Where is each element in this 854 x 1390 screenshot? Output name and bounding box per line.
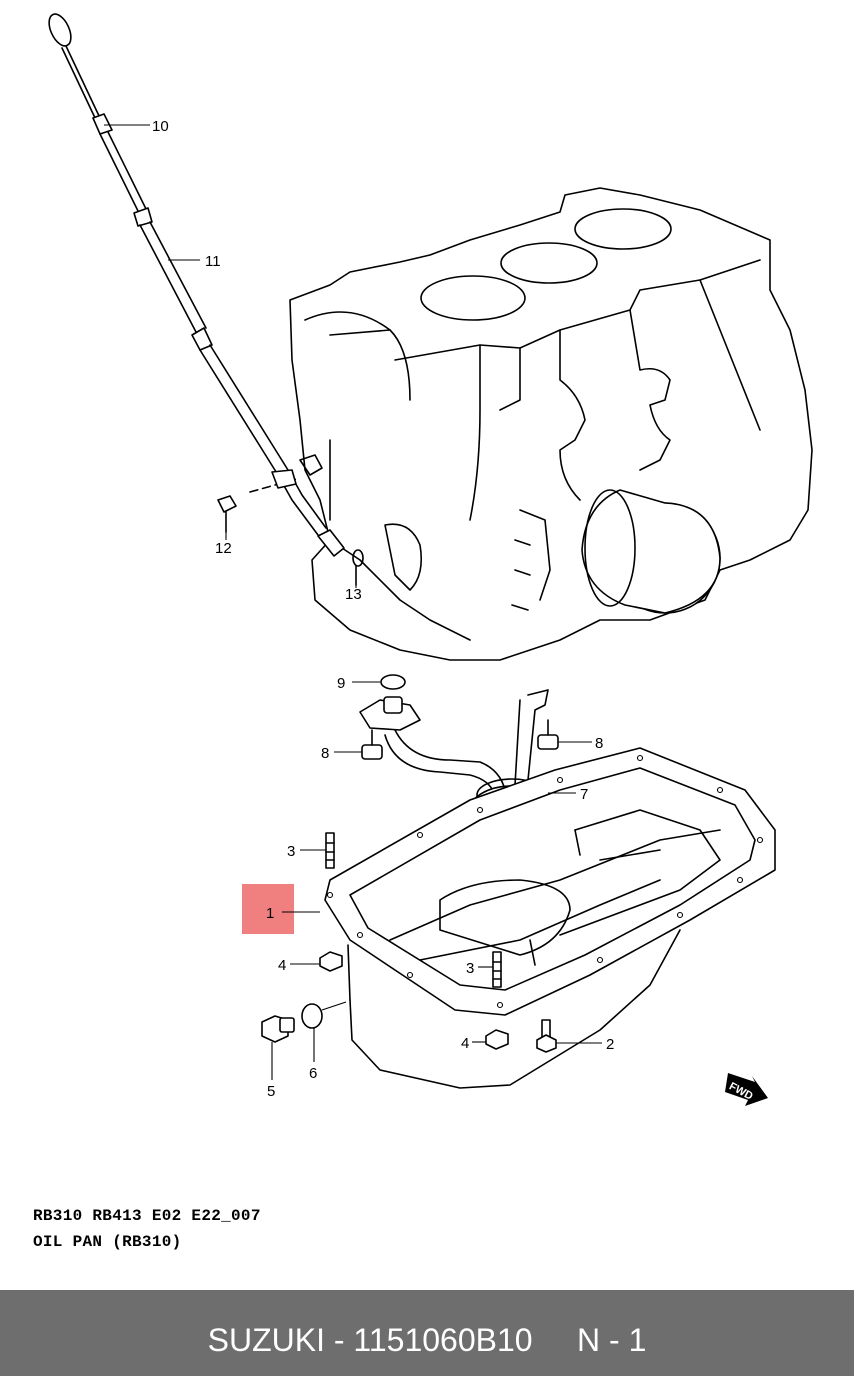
forward-arrow-icon: FWD (725, 1073, 768, 1106)
oil-level-gauge (48, 13, 345, 557)
highlighted-part-marker (242, 884, 294, 934)
callout-12: 12 (215, 540, 232, 557)
callout-4-left: 4 (278, 957, 286, 974)
callout-5: 5 (267, 1083, 275, 1100)
part-number-label: SUZUKI - 1151060B10 N - 1 (207, 1322, 647, 1358)
callout-10: 10 (152, 118, 169, 135)
engine-block (249, 187, 813, 661)
callout-labels: 10 11 12 13 9 8 8 7 3 1 4 3 5 6 4 2 (152, 118, 614, 1100)
nut-4-icon (319, 951, 509, 1050)
bolt-8-icon (361, 719, 559, 760)
callout-6: 6 (309, 1065, 317, 1082)
leader-lines (104, 124, 602, 1080)
callout-13: 13 (345, 586, 362, 603)
drain-plug-5-icon (261, 1015, 295, 1043)
oil-pan (324, 747, 776, 1089)
callout-11: 11 (205, 253, 221, 270)
gasket-13-icon (352, 549, 364, 586)
bolt-12-icon (217, 495, 237, 533)
callout-3-lower: 3 (466, 960, 474, 977)
bolt-2-icon (536, 1019, 557, 1053)
diagram-code: RB310 RB413 E02 E22_007 (33, 1207, 261, 1225)
callout-9: 9 (337, 675, 345, 692)
callout-3-upper: 3 (287, 843, 295, 860)
callout-8-right: 8 (595, 735, 603, 752)
diagram-title: OIL PAN (RB310) (33, 1233, 182, 1251)
parts-diagram: FWD 10 11 12 13 9 8 8 7 3 1 4 3 5 (48, 13, 813, 1106)
footer-bar: SUZUKI - 1151060B10 N - 1 (0, 1290, 854, 1376)
drain-gasket-6-icon (301, 1003, 323, 1029)
callout-8-left: 8 (321, 745, 329, 762)
callout-7: 7 (580, 786, 588, 803)
callout-4-lower: 4 (461, 1035, 469, 1052)
gasket-9-icon (380, 674, 406, 690)
stud-3-icon (325, 832, 502, 988)
callout-1: 1 (266, 905, 274, 922)
callout-2: 2 (606, 1036, 614, 1053)
